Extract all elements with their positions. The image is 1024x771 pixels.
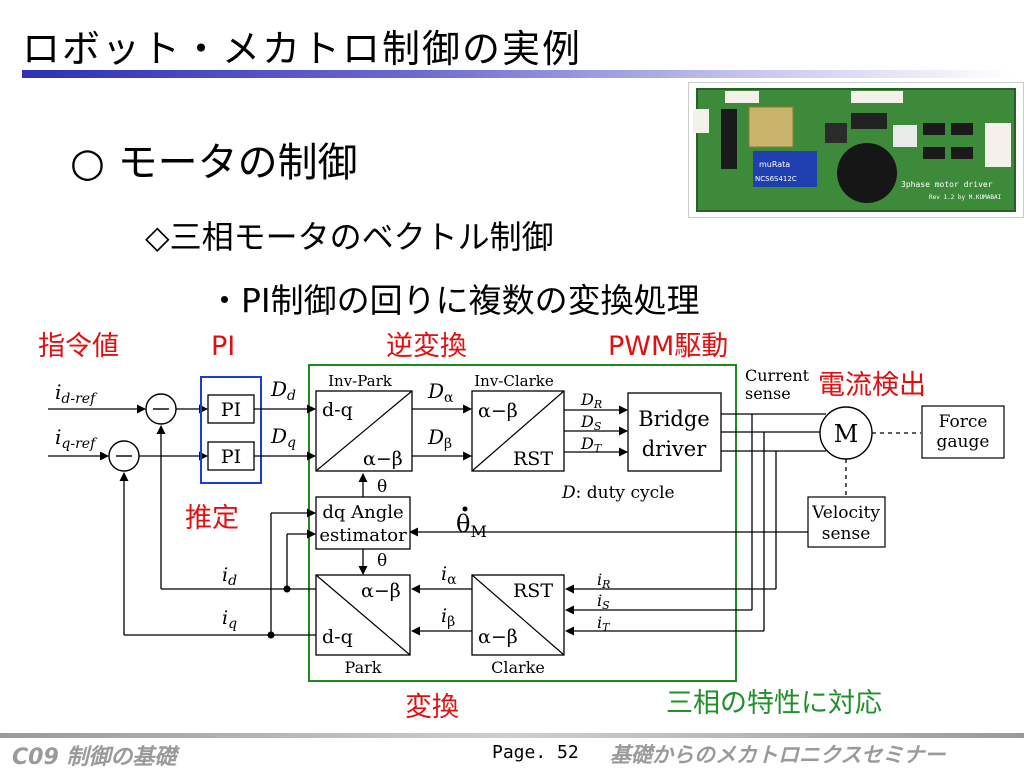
mosfet-4: [951, 147, 973, 159]
theta-m-dot: [462, 506, 468, 512]
ic-chip-left: [721, 109, 737, 169]
pi-group-box: [200, 376, 262, 484]
park-title: Park: [345, 658, 382, 677]
inv-park-title: Inv-Park: [328, 372, 393, 390]
mosfet-1: [923, 123, 945, 135]
dq-label: Dq: [270, 424, 296, 451]
pi-block-d-label: PI: [221, 399, 241, 421]
label-transform: 変換: [405, 692, 459, 723]
label-inverse-transform: 逆変換: [386, 331, 467, 362]
pi-block-q-label: PI: [221, 446, 241, 468]
park-diagonal: [315, 574, 411, 656]
label-pwm-drive: PWM駆動: [608, 331, 728, 362]
velocity-sense-block: [807, 496, 886, 548]
clarke-input: RST: [513, 580, 553, 602]
id-feedback-label: id: [222, 564, 237, 589]
force-gauge-block: [921, 405, 1005, 459]
label-command-value: 指令値: [38, 331, 119, 362]
transformer: [748, 106, 794, 148]
angle-estimator-line1: dq Angle: [322, 502, 403, 523]
clarke-output: α−β: [478, 626, 518, 648]
clarke-title: Clarke: [491, 658, 545, 677]
label-estimate: 推定: [185, 503, 239, 534]
label-pi: PI: [211, 331, 235, 362]
iq-ref-label: iq-ref: [55, 425, 98, 452]
motor-driver-board-photo: muRata NCS6S412C 3phase motor driver Rev…: [688, 82, 1024, 218]
label-current-detect: 電流検出: [818, 370, 926, 401]
connector-top-mid2: [877, 91, 903, 103]
slide-title: ロボット・メカトロ制御の実例: [22, 27, 583, 71]
i-alpha-label: iα: [441, 563, 457, 588]
velocity-sense-line2: sense: [822, 524, 871, 544]
i-beta-label: iβ: [441, 605, 455, 630]
it-label: iT: [597, 613, 611, 634]
connector-top-left: [725, 91, 759, 103]
iq-feedback-label: iq: [222, 607, 237, 632]
connector-top-mid: [851, 91, 877, 103]
motor-label: M: [834, 420, 859, 448]
inv-park-output: α−β: [363, 448, 403, 470]
is-label: iS: [597, 591, 610, 612]
bridge-driver-line1: Bridge: [638, 407, 710, 431]
bridge-driver-block: [627, 392, 722, 472]
d-alpha-label: Dα: [427, 379, 454, 406]
inv-park-diagonal: [315, 390, 413, 472]
board-revision: Rev 1.2 by M.KUMABAI: [929, 194, 1002, 201]
force-gauge-line2: gauge: [937, 432, 990, 452]
footer-seminar-title: 基礎からのメカトロニクスセミナー: [610, 743, 946, 767]
dd-label: Dd: [270, 377, 296, 404]
park-input: d-q: [322, 626, 353, 648]
ds-label: DS: [580, 412, 602, 433]
dr-label: DR: [580, 390, 602, 411]
ic-chip-upper: [851, 113, 887, 129]
module-part: NCS6S412C: [755, 175, 797, 183]
duty-cycle-note: D: duty cycle: [561, 483, 675, 503]
theta-m-label: θM: [456, 510, 487, 541]
bullet-vector-control: ◇三相モータのベクトル制御: [145, 218, 554, 256]
inv-clarke-input: α−β: [478, 400, 518, 422]
mosfet-3: [923, 147, 945, 159]
footer-course-label: C09 制御の基礎: [12, 745, 177, 770]
park-output: α−β: [361, 580, 401, 602]
current-sense-line1: Current: [745, 366, 810, 385]
ic-chip-mid: [825, 123, 847, 143]
connector-right-mid: [893, 125, 917, 147]
force-gauge-line1: Force: [939, 412, 988, 432]
pcb-edge: [696, 88, 1016, 212]
footer-divider: [0, 733, 1024, 738]
velocity-sense-line1: Velocity: [811, 503, 880, 523]
id-ref-label: id-ref: [55, 380, 98, 407]
power-module: [753, 151, 817, 187]
motor-driver-board-image: muRata NCS6S412C 3phase motor driver Rev…: [693, 88, 1016, 212]
angle-estimator-line2: estimator: [319, 525, 407, 546]
bullet-motor-control: ○ モータの制御: [70, 140, 358, 186]
clarke-diagonal: [471, 574, 565, 656]
transform-group-box: [308, 364, 737, 682]
inv-clarke-output: RST: [513, 448, 553, 470]
inv-clarke-title: Inv-Clarke: [474, 372, 554, 390]
footer-page-number: Page. 52: [492, 742, 579, 763]
module-brand: muRata: [759, 160, 790, 169]
theta-lower-label: θ: [377, 551, 387, 571]
connector-left: [693, 109, 709, 133]
d-beta-label: Dβ: [427, 425, 452, 452]
current-sense-line2: sense: [745, 384, 791, 403]
connector-right: [985, 123, 1011, 167]
dt-label: DT: [580, 434, 603, 455]
bullet-transform-processing: ・PI制御の回りに複数の変換処理: [208, 281, 700, 320]
inv-clarke-diagonal: [471, 390, 565, 472]
inv-park-input: d-q: [322, 399, 353, 421]
bridge-driver-line2: driver: [642, 437, 707, 461]
board-label: 3phase motor driver: [901, 180, 993, 189]
mosfet-2: [951, 123, 973, 135]
ir-label: iR: [597, 570, 610, 591]
capacitor: [837, 143, 897, 203]
title-underline: [22, 70, 1012, 78]
theta-upper-label: θ: [377, 477, 387, 497]
label-three-phase: 三相の特性に対応: [666, 688, 882, 719]
